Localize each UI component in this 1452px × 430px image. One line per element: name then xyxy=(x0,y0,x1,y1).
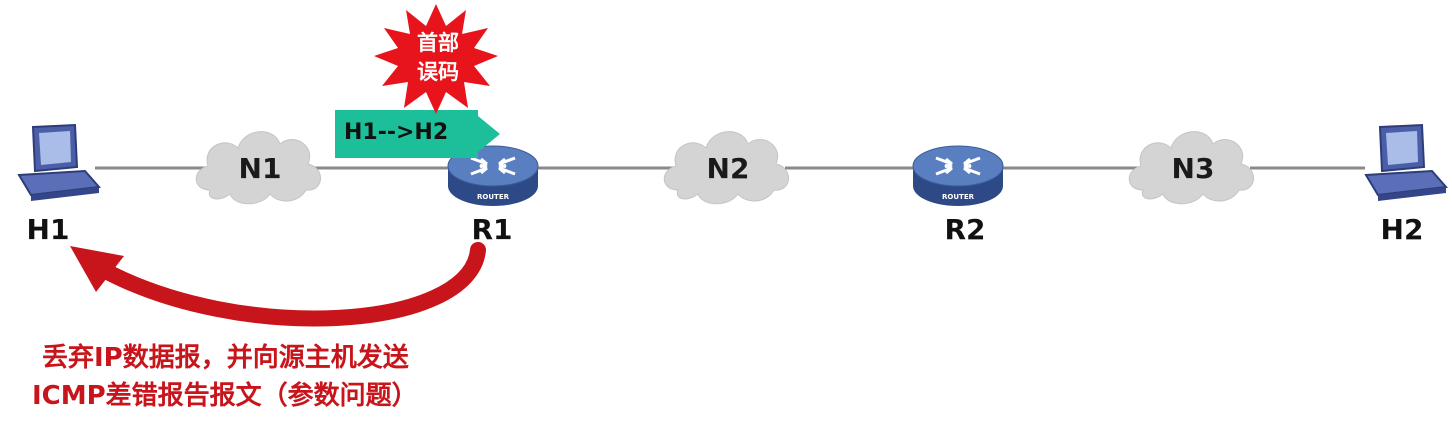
error-burst-icon xyxy=(374,4,498,114)
node-label-h2: H2 xyxy=(1380,213,1424,246)
icmp-note-line2: ICMP差错报告报文（参数问题） xyxy=(32,381,418,411)
burst-label-line1: 首部 xyxy=(417,31,459,55)
cloud-icon xyxy=(663,131,789,205)
burst-label-line2: 误码 xyxy=(417,60,459,84)
network-label-n2: N2 xyxy=(706,152,750,185)
router-badge: ROUTER xyxy=(477,193,510,201)
icmp-note-line1: 丢弃IP数据报，并向源主机发送 xyxy=(42,343,409,373)
packet-label: H1-->H2 xyxy=(344,120,449,145)
router-badge: ROUTER xyxy=(942,193,975,201)
network-label-n3: N3 xyxy=(1171,152,1215,185)
node-label-r1: R1 xyxy=(471,213,513,246)
cloud-icon xyxy=(195,131,321,205)
icmp-return-arrow xyxy=(70,242,486,327)
computer-icon xyxy=(17,123,102,201)
packet-arrow xyxy=(335,110,500,158)
node-label-h1: H1 xyxy=(26,213,70,246)
router-icon: ROUTER xyxy=(912,145,1004,206)
cloud-icon xyxy=(1128,131,1254,205)
router-icon: ROUTER xyxy=(447,145,539,206)
node-label-r2: R2 xyxy=(944,213,986,246)
computer-icon xyxy=(1364,123,1449,201)
network-label-n1: N1 xyxy=(238,152,282,185)
